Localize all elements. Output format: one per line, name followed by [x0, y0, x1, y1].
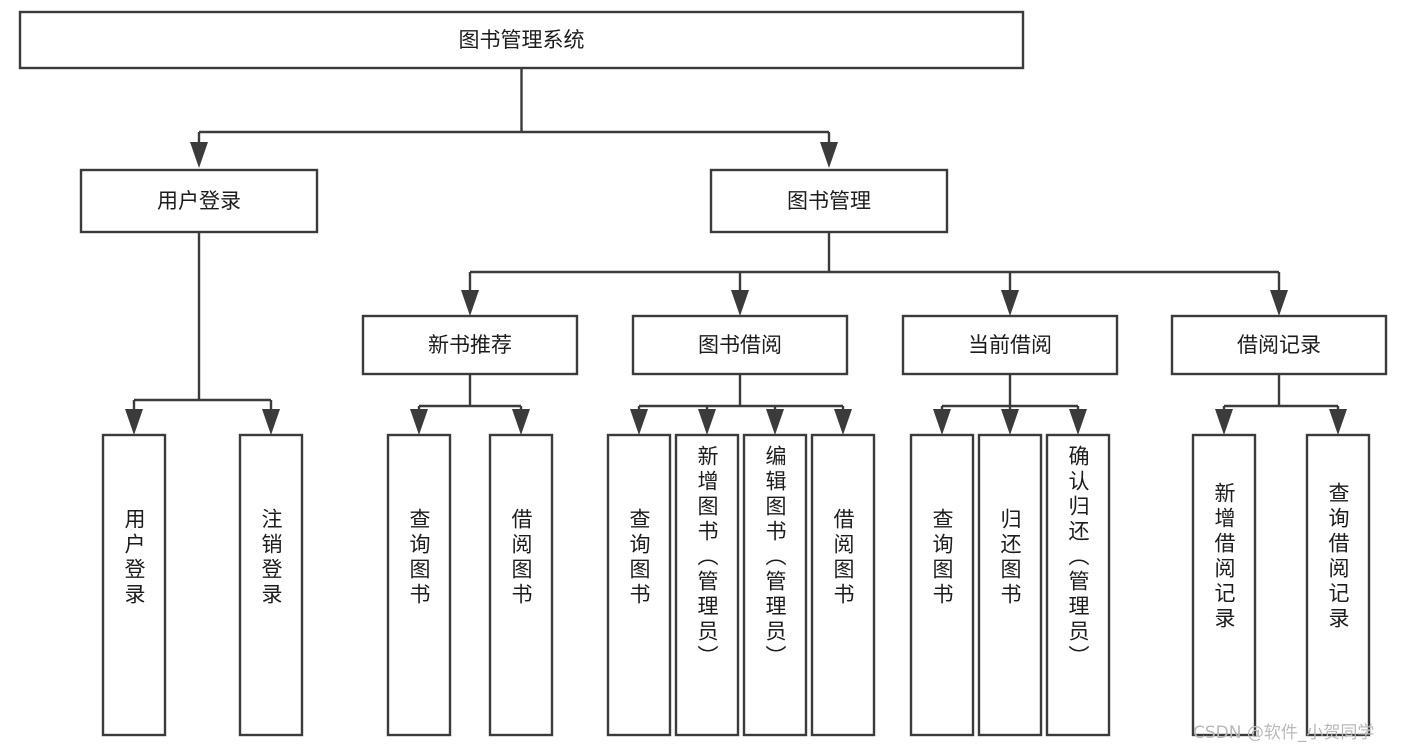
connector-group-new-book-recommend — [410, 374, 530, 435]
node-new-book-recommend-box[interactable] — [361, 314, 579, 376]
connector-group-root — [190, 68, 838, 168]
leaf-box-cb-0[interactable] — [909, 433, 975, 737]
arrow-to-borrow-record — [1270, 290, 1288, 316]
leaf-box-bb-0[interactable] — [606, 433, 672, 737]
arrow-to-leaf-cb-1 — [1001, 409, 1019, 435]
arrow-to-leaf-bb-2 — [766, 409, 784, 435]
node-new-book-recommend[interactable]: 新书推荐 — [361, 314, 579, 376]
node-book-manage-box[interactable] — [709, 168, 949, 234]
connector-group-user-login — [125, 232, 280, 435]
arrow-to-current-borrow — [1001, 290, 1019, 316]
arrow-to-leaf-bb-1 — [698, 409, 716, 435]
node-borrow-record-box[interactable] — [1170, 314, 1388, 376]
leaf-box-br-1[interactable] — [1305, 433, 1371, 737]
arrow-to-user-login — [190, 142, 208, 168]
node-book-borrow[interactable]: 图书借阅 — [631, 314, 849, 376]
arrow-to-leaf-bb-3 — [834, 409, 852, 435]
leaf-box-bb-2[interactable] — [742, 433, 808, 737]
connector-group-book-manage — [461, 232, 1288, 316]
arrow-to-leaf-br-0 — [1215, 409, 1233, 435]
leaf-box-nbr-1[interactable] — [488, 433, 554, 737]
node-borrow-record[interactable]: 借阅记录 — [1170, 314, 1388, 376]
leaf-box-user-login-0[interactable] — [101, 433, 167, 737]
arrow-to-leaf-br-1 — [1329, 409, 1347, 435]
leaf-box-br-0[interactable] — [1191, 433, 1257, 737]
node-user-login-label: 用户登录 — [157, 189, 241, 213]
node-user-login-box[interactable] — [79, 168, 319, 234]
leaf-box-cb-2[interactable] — [1045, 433, 1111, 737]
arrow-to-leaf-nbr-1 — [512, 409, 530, 435]
leaf-box-cb-1[interactable] — [977, 433, 1043, 737]
node-book-manage[interactable]: 图书管理 — [709, 168, 949, 234]
arrow-to-book-borrow — [731, 290, 749, 316]
arrow-to-leaf-cb-0 — [933, 409, 951, 435]
node-new-book-recommend-label: 新书推荐 — [428, 333, 512, 357]
arrow-to-leaf-user-login-0 — [125, 409, 143, 435]
node-current-borrow[interactable]: 当前借阅 — [901, 314, 1119, 376]
connector-group-current-borrow — [933, 374, 1087, 435]
node-borrow-record-label: 借阅记录 — [1237, 333, 1321, 357]
node-root-system-label: 图书管理系统 — [459, 28, 585, 52]
node-current-borrow-label: 当前借阅 — [968, 333, 1052, 357]
connector-group-borrow-record — [1215, 374, 1347, 435]
leaf-box-user-login-1[interactable] — [238, 433, 304, 737]
arrow-to-new-book-recommend — [461, 290, 479, 316]
arrow-to-leaf-cb-2 — [1069, 409, 1087, 435]
leaf-box-bb-1[interactable] — [674, 433, 740, 737]
node-root-system-box[interactable] — [18, 10, 1025, 70]
node-book-manage-label: 图书管理 — [787, 189, 871, 213]
leaf-box-nbr-0[interactable] — [386, 433, 452, 737]
node-user-login[interactable]: 用户登录 — [79, 168, 319, 234]
node-root-system[interactable]: 图书管理系统 — [18, 10, 1025, 70]
node-book-borrow-box[interactable] — [631, 314, 849, 376]
connector-group-book-borrow — [630, 374, 852, 435]
arrow-to-leaf-bb-0 — [630, 409, 648, 435]
arrow-to-leaf-user-login-1 — [262, 409, 280, 435]
leaf-box-bb-3[interactable] — [810, 433, 876, 737]
arrow-to-leaf-nbr-0 — [410, 409, 428, 435]
arrow-to-book-manage — [820, 142, 838, 168]
node-book-borrow-label: 图书借阅 — [698, 333, 782, 357]
node-current-borrow-box[interactable] — [901, 314, 1119, 376]
